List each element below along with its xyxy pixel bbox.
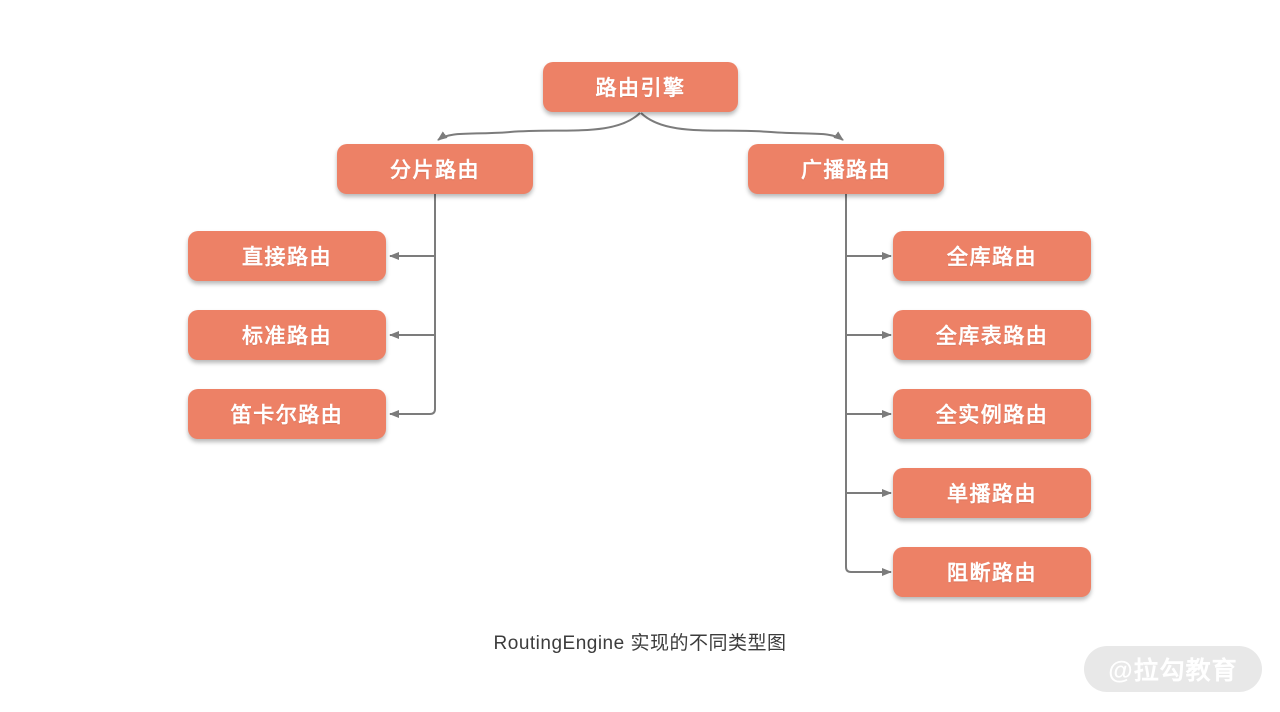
node-routing-engine: 路由引擎: [543, 62, 738, 112]
watermark-badge: @拉勾教育: [1084, 646, 1262, 692]
node-full-instance-routing: 全实例路由: [893, 389, 1091, 439]
node-full-database-routing: 全库路由: [893, 231, 1091, 281]
node-full-database-table-routing: 全库表路由: [893, 310, 1091, 360]
node-sharding-routing: 分片路由: [337, 144, 533, 194]
node-direct-routing: 直接路由: [188, 231, 386, 281]
node-broadcast-routing: 广播路由: [748, 144, 944, 194]
diagram-caption: RoutingEngine 实现的不同类型图: [493, 633, 787, 654]
node-standard-routing: 标准路由: [188, 310, 386, 360]
node-unicast-routing: 单播路由: [893, 468, 1091, 518]
node-cartesian-routing: 笛卡尔路由: [188, 389, 386, 439]
node-blocking-routing: 阻断路由: [893, 547, 1091, 597]
